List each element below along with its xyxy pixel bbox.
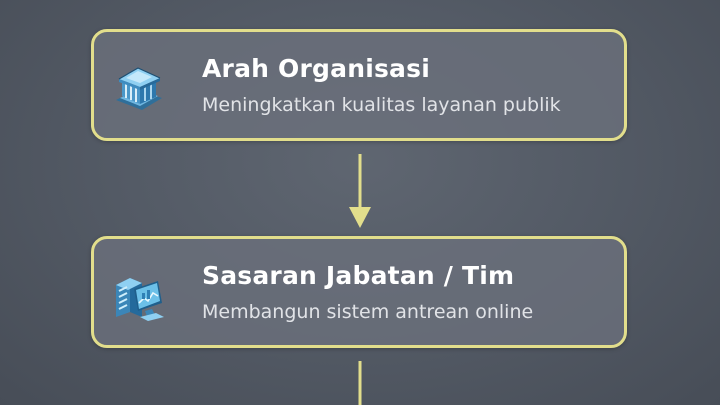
- government-building-icon: [116, 67, 162, 110]
- step-title: Sasaran Jabatan / Tim: [202, 261, 515, 290]
- step-subtitle: Meningkatkan kualitas layanan publik: [202, 94, 561, 116]
- step-card-sasaran-jabatan: Sasaran Jabatan / Tim Membangun sistem a…: [91, 236, 627, 348]
- step-subtitle: Membangun sistem antrean online: [202, 301, 534, 323]
- server-computer-icon: [116, 278, 164, 321]
- flow-arrow-down: [358, 361, 362, 405]
- step-card-arah-organisasi: Arah Organisasi Meningkatkan kualitas la…: [91, 29, 627, 141]
- flow-arrow-down: [349, 154, 371, 228]
- step-title: Arah Organisasi: [202, 54, 430, 83]
